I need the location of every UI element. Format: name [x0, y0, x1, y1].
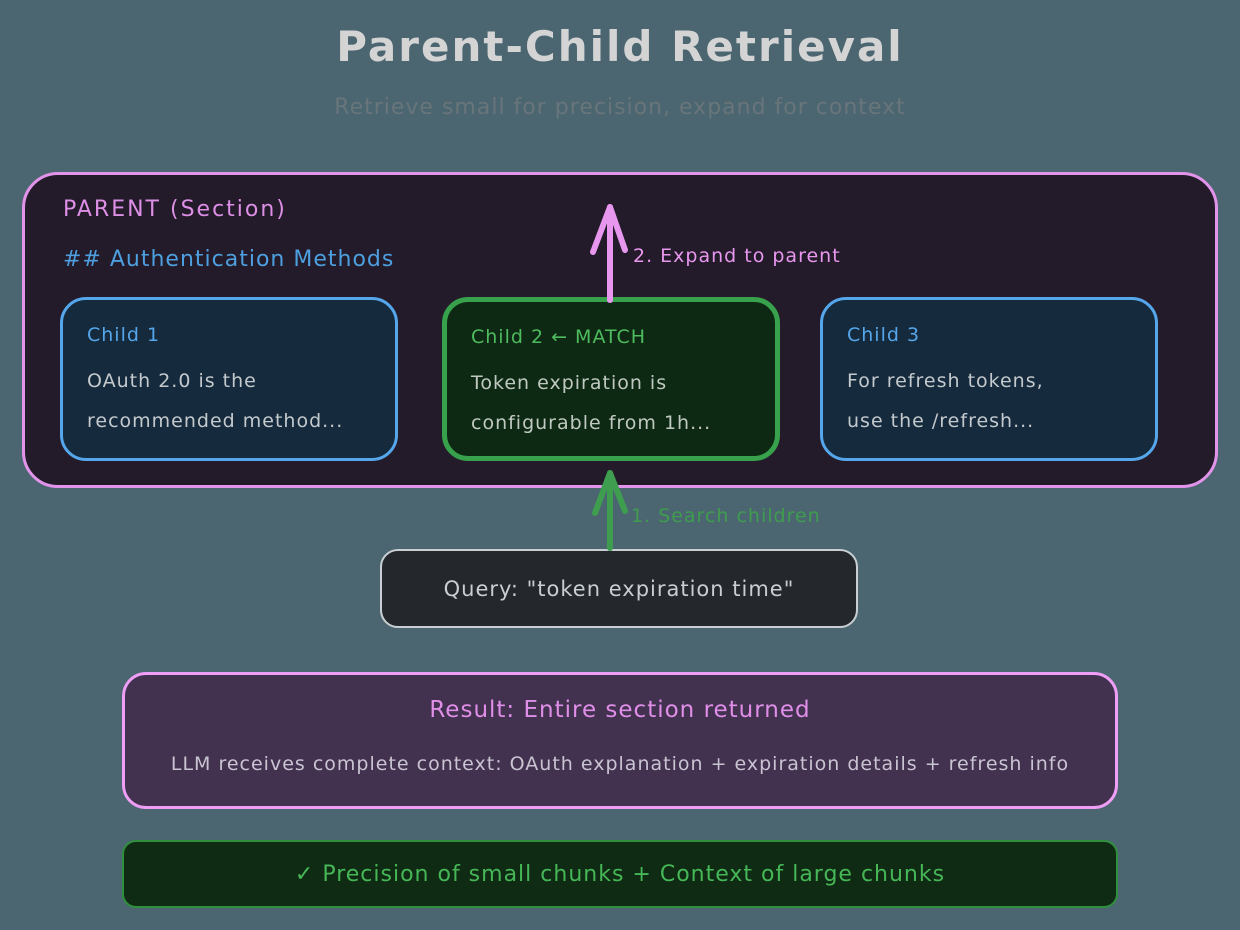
child-chunk-3: Child 3 For refresh tokens, use the /ref… — [820, 297, 1158, 461]
summary-text: ✓ Precision of small chunks + Context of… — [294, 861, 946, 887]
result-title: Result: Entire section returned — [429, 697, 811, 723]
child-chunk-2-match: Child 2 ← MATCH Token expiration is conf… — [442, 297, 780, 461]
search-children-arrow-icon — [592, 470, 628, 551]
child-1-text-line1: OAuth 2.0 is the — [87, 370, 257, 392]
parent-section-heading: ## Authentication Methods — [63, 247, 395, 272]
page-title: Parent-Child Retrieval — [336, 22, 904, 71]
search-arrow-label: 1. Search children — [631, 505, 821, 527]
child-3-text-line2: use the /refresh... — [847, 410, 1035, 432]
expand-to-parent-arrow-icon — [590, 204, 628, 303]
child-1-text-line2: recommended method... — [87, 410, 344, 432]
expand-arrow-label: 2. Expand to parent — [633, 245, 841, 267]
result-box: Result: Entire section returned LLM rece… — [122, 672, 1118, 809]
child-3-text-line1: For refresh tokens, — [847, 370, 1044, 392]
parent-section-label: PARENT (Section) — [63, 197, 287, 222]
child-2-text-line2: configurable from 1h... — [471, 412, 712, 434]
page-subtitle: Retrieve small for precision, expand for… — [334, 95, 906, 120]
child-1-label: Child 1 — [87, 324, 161, 346]
query-text: Query: "token expiration time" — [443, 576, 795, 601]
summary-box: ✓ Precision of small chunks + Context of… — [122, 840, 1118, 908]
query-box: Query: "token expiration time" — [380, 549, 858, 628]
child-2-text-line1: Token expiration is — [471, 372, 668, 394]
result-body: LLM receives complete context: OAuth exp… — [170, 753, 1070, 775]
child-2-label: Child 2 ← MATCH — [471, 326, 647, 348]
child-chunk-1: Child 1 OAuth 2.0 is the recommended met… — [60, 297, 398, 461]
child-3-label: Child 3 — [847, 324, 921, 346]
